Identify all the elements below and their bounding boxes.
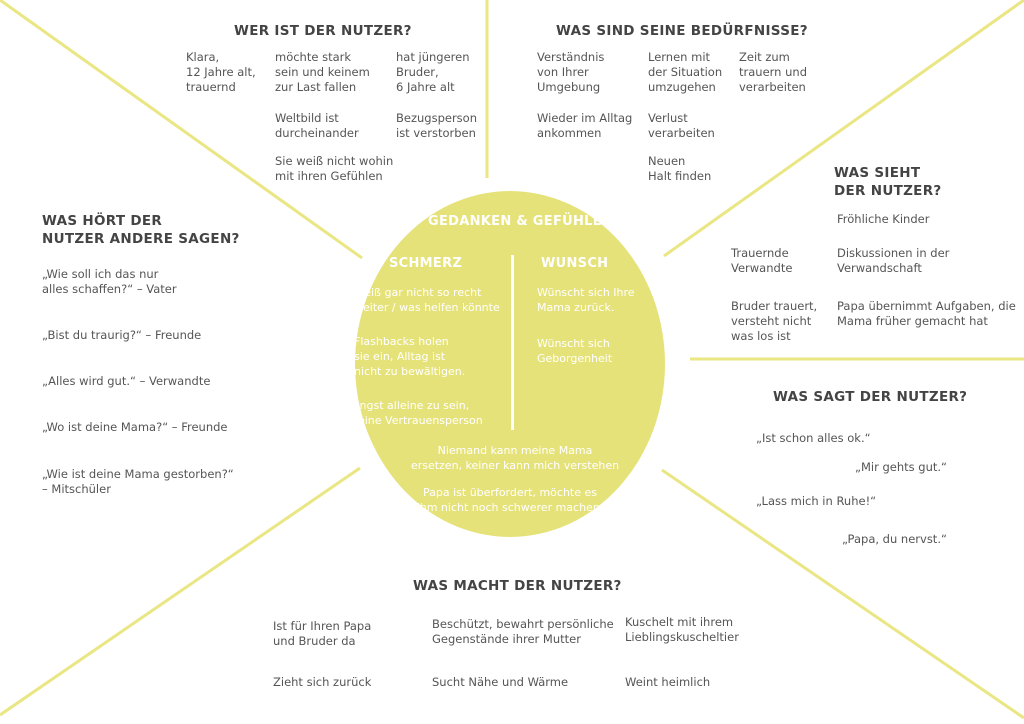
does-title: WAS MACHT DER NUTZER? <box>413 578 622 594</box>
sees-title: WAS SIEHT DER NUTZER? <box>834 165 942 199</box>
sees-item: Trauernde Verwandte <box>731 246 793 275</box>
says-item: „Ist schon alles ok.“ <box>756 431 871 445</box>
hears-item: „Bist du traurig?“ – Freunde <box>42 328 202 342</box>
needs-item: Lernen mit der Situation umzugehen <box>648 50 723 94</box>
pain-item: Flashbacks holen sie ein, Alltag ist nic… <box>354 335 466 378</box>
hears-item: „Alles wird gut.“ – Verwandte <box>42 374 211 388</box>
who-item: Weltbild ist durcheinander <box>275 111 359 140</box>
hears-title: WAS HÖRT DER NUTZER ANDERE SAGEN? <box>42 213 240 247</box>
who-item: Sie weiß nicht wohin mit ihren Gefühlen <box>275 154 394 183</box>
who-item: Klara, 12 Jahre alt, trauernd <box>186 50 256 94</box>
does-item: Ist für Ihren Papa und Bruder da <box>273 619 372 648</box>
center-bottom-item: Papa ist überfordert, möchte es ihm nich… <box>416 486 604 514</box>
wish-item: Wünscht sich Geborgenheit <box>537 337 613 365</box>
line-bottom-left <box>0 466 361 717</box>
who-item: hat jüngeren Bruder, 6 Jahre alt <box>396 50 470 94</box>
does-item: Kuschelt mit ihrem Lieblingskuscheltier <box>625 615 739 644</box>
pain-title: SCHMERZ <box>389 256 463 271</box>
needs-item: Neuen Halt finden <box>648 154 712 183</box>
pain-item: Weiß gar nicht so recht weiter / was hel… <box>354 286 500 314</box>
does-item: Sucht Nähe und Wärme <box>432 675 569 689</box>
line-top-right <box>663 0 1024 258</box>
line-top-left <box>0 0 363 260</box>
thoughts-feelings-circle <box>355 191 665 537</box>
says-title: WAS SAGT DER NUTZER? <box>773 389 968 405</box>
sees-item: Bruder trauert, versteht nicht was los i… <box>731 299 818 343</box>
sees-item: Fröhliche Kinder <box>837 212 930 226</box>
pain-item: Angst alleine zu sein, keine Vertrauensp… <box>352 399 483 427</box>
says-item: „Lass mich in Ruhe!“ <box>756 494 877 508</box>
who-title: WER IST DER NUTZER? <box>234 23 412 39</box>
circle-divider <box>511 255 514 430</box>
needs-item: Zeit zum trauern und verarbeiten <box>739 50 807 94</box>
does-item: Zieht sich zurück <box>273 675 372 689</box>
says-item: „Mir gehts gut.“ <box>855 460 947 474</box>
wish-title: WUNSCH <box>541 256 609 271</box>
hears-item: „Wie ist deine Mama gestorben?“ – Mitsch… <box>42 467 234 496</box>
sees-item: Diskussionen in der Verwandschaft <box>837 246 950 275</box>
center-title: GEDANKEN & GEFÜHLE <box>428 214 602 229</box>
says-item: „Papa, du nervst.“ <box>842 532 947 546</box>
needs-title: WAS SIND SEINE BEDÜRFNISSE? <box>556 23 808 39</box>
who-item: Bezugsperson ist verstorben <box>396 111 477 140</box>
needs-item: Verlust verarbeiten <box>648 111 715 140</box>
hears-item: „Wie soll ich das nur alles schaffen?“ –… <box>42 267 177 296</box>
line-bottom-right <box>661 468 1024 720</box>
wish-item: Wünscht sich Ihre Mama zurück. <box>537 286 635 314</box>
sees-item: Papa übernimmt Aufgaben, die Mama früher… <box>837 299 1016 328</box>
who-item: möchte stark sein und keinem zur Last fa… <box>275 50 370 94</box>
hears-item: „Wo ist deine Mama?“ – Freunde <box>42 420 228 434</box>
does-item: Beschützt, bewahrt persönliche Gegenstän… <box>432 617 614 646</box>
needs-item: Wieder im Alltag ankommen <box>537 111 633 140</box>
needs-item: Verständnis von Ihrer Umgebung <box>537 50 605 94</box>
does-item: Weint heimlich <box>625 675 711 689</box>
center-bottom-item: Niemand kann meine Mama ersetzen, keiner… <box>410 444 620 472</box>
